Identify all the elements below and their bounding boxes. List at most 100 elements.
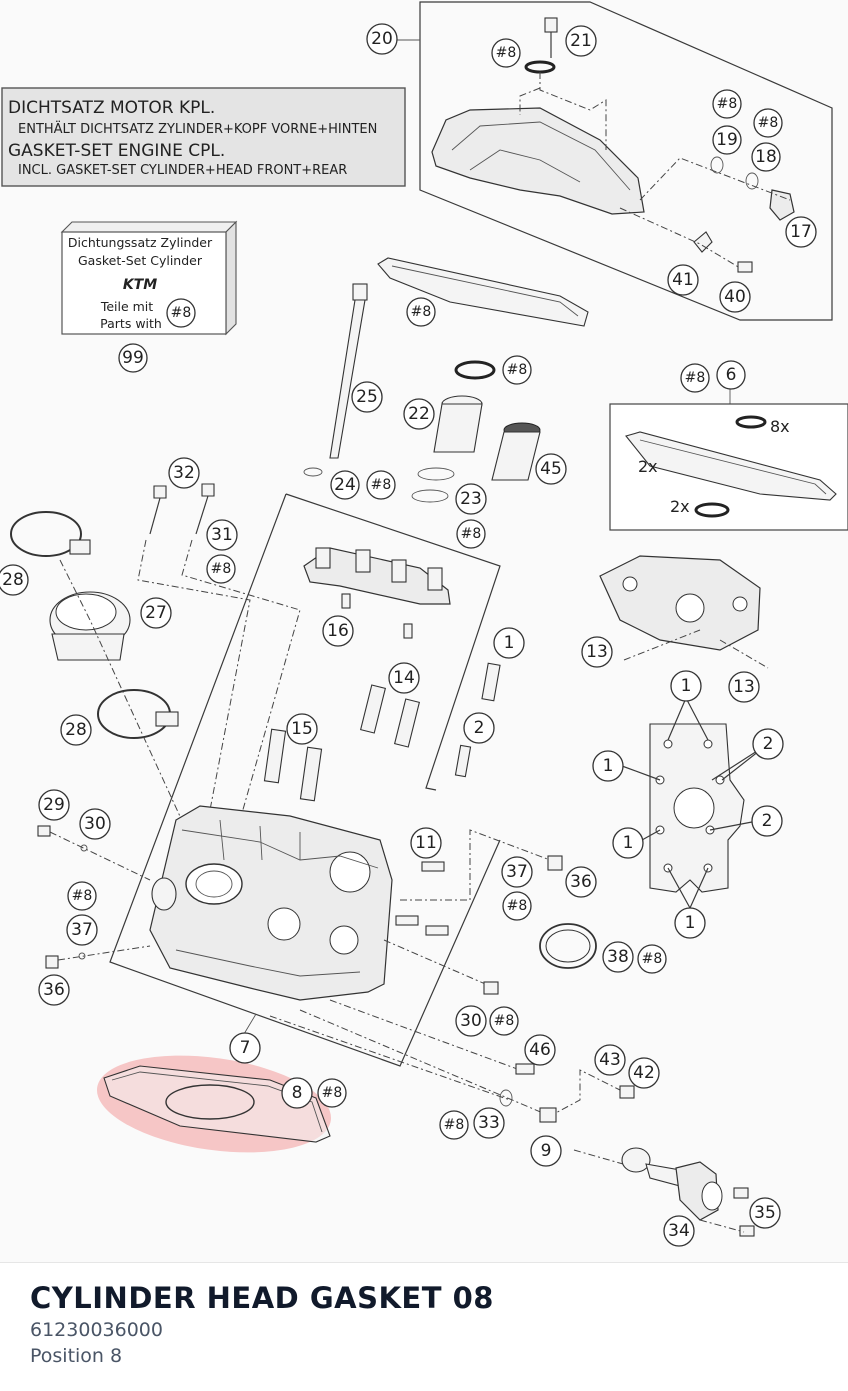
- callout-17[interactable]: 17: [785, 216, 817, 248]
- cyl-kit-number[interactable]: 99: [118, 343, 148, 373]
- svg-text:13: 13: [586, 642, 608, 662]
- engine-gasket-kit-box: DICHTSATZ MOTOR KPL. ENTHÄLT DICHTSATZ Z…: [1, 87, 406, 187]
- svg-text:#8: #8: [758, 115, 779, 131]
- o-ring: [454, 360, 496, 380]
- callout-kit-8[interactable]: #8: [502, 891, 532, 921]
- callout-37[interactable]: 37: [66, 914, 98, 946]
- callout-kit-8[interactable]: #8: [67, 881, 97, 911]
- callout-kit-8[interactable]: #8: [489, 1006, 519, 1036]
- callout-kit-8[interactable]: #8: [366, 470, 396, 500]
- svg-text:34: 34: [668, 1221, 690, 1241]
- callout-1[interactable]: 1: [670, 670, 702, 702]
- callout-kit-8[interactable]: #8: [680, 363, 710, 393]
- callout-kit-8[interactable]: #8: [456, 519, 486, 549]
- callout-22[interactable]: 22: [403, 398, 435, 430]
- callout-1[interactable]: 1: [674, 907, 706, 939]
- callout-31[interactable]: 31: [206, 519, 238, 551]
- callout-43[interactable]: 43: [594, 1044, 626, 1076]
- callout-19[interactable]: 19: [712, 125, 742, 155]
- callout-38[interactable]: 38: [602, 941, 634, 973]
- callout-kit-8[interactable]: #8: [439, 1110, 469, 1140]
- callout-30[interactable]: 30: [455, 1005, 487, 1037]
- callout-kit-8[interactable]: #8: [753, 108, 783, 138]
- svg-text:18: 18: [755, 147, 777, 167]
- callout-9[interactable]: 9: [530, 1135, 562, 1167]
- callout-kit-8[interactable]: #8: [206, 554, 236, 584]
- callout-23[interactable]: 23: [455, 483, 487, 515]
- svg-text:7: 7: [240, 1038, 251, 1058]
- svg-text:36: 36: [570, 872, 592, 892]
- callout-kit-8[interactable]: #8: [406, 297, 436, 327]
- callout-45[interactable]: 45: [535, 453, 567, 485]
- callout-kit-8[interactable]: #8: [712, 89, 742, 119]
- callout-24[interactable]: 24: [330, 470, 360, 500]
- callout-2[interactable]: 2: [463, 712, 495, 744]
- callout-16[interactable]: 16: [322, 615, 354, 647]
- svg-text:11: 11: [415, 833, 437, 853]
- camshaft-carrier-16: [303, 547, 451, 639]
- seal-ring-b: [411, 489, 449, 503]
- callout-20[interactable]: 20: [366, 23, 398, 55]
- svg-text:33: 33: [478, 1113, 500, 1133]
- callout-33[interactable]: 33: [473, 1107, 505, 1139]
- callout-kit-8[interactable]: #8: [637, 944, 667, 974]
- callout-1[interactable]: 1: [592, 750, 624, 782]
- callout-14[interactable]: 14: [388, 662, 420, 694]
- callout-42[interactable]: 42: [628, 1057, 660, 1089]
- callout-27[interactable]: 27: [140, 597, 172, 629]
- callout-8[interactable]: 8: [281, 1077, 313, 1109]
- callout-13[interactable]: 13: [728, 671, 760, 703]
- callout-18[interactable]: 18: [751, 142, 781, 172]
- svg-text:1: 1: [685, 913, 696, 933]
- callout-kit-8[interactable]: #8: [502, 355, 532, 385]
- callout-32[interactable]: 32: [168, 457, 200, 489]
- callout-15[interactable]: 15: [286, 713, 318, 745]
- cylinder-head-gasket-8[interactable]: [91, 1042, 338, 1166]
- svg-text:25: 25: [356, 387, 378, 407]
- svg-text:29: 29: [43, 795, 65, 815]
- svg-text:#8: #8: [494, 1013, 515, 1029]
- svg-text:43: 43: [599, 1050, 621, 1070]
- part-title: CYLINDER HEAD GASKET 08: [30, 1281, 494, 1315]
- callout-40[interactable]: 40: [719, 281, 751, 313]
- callout-25[interactable]: 25: [351, 381, 383, 413]
- callout-13[interactable]: 13: [581, 636, 613, 668]
- callout-kit-8[interactable]: #8: [491, 38, 521, 68]
- svg-text:35: 35: [754, 1203, 776, 1223]
- qty-8x: 8x: [770, 417, 790, 436]
- callout-29[interactable]: 29: [38, 789, 70, 821]
- callout-28[interactable]: 28: [60, 714, 92, 746]
- callout-1[interactable]: 1: [612, 827, 644, 859]
- svg-text:8: 8: [292, 1083, 303, 1103]
- callout-28[interactable]: 28: [0, 564, 29, 596]
- hose-clamp-top: [10, 511, 91, 557]
- head-plate: [621, 697, 769, 909]
- callout-7[interactable]: 7: [229, 1032, 261, 1064]
- callout-6[interactable]: 6: [716, 360, 746, 390]
- svg-text:37: 37: [71, 920, 93, 940]
- callout-2[interactable]: 2: [752, 728, 784, 760]
- svg-text:#8: #8: [642, 951, 663, 967]
- callout-35[interactable]: 35: [749, 1197, 781, 1229]
- callout-36[interactable]: 36: [38, 974, 70, 1006]
- water-fitting-34: [573, 1147, 755, 1237]
- cyl-kit-line-2: Gasket-Set Cylinder: [78, 253, 203, 268]
- svg-text:41: 41: [672, 270, 694, 290]
- kit-line-3: GASKET-SET ENGINE CPL.: [8, 141, 225, 161]
- callout-37[interactable]: 37: [501, 856, 533, 888]
- callout-kit-8[interactable]: #8: [317, 1078, 347, 1108]
- callout-30[interactable]: 30: [79, 808, 111, 840]
- callout-11[interactable]: 11: [410, 827, 442, 859]
- svg-text:42: 42: [633, 1063, 655, 1083]
- callout-46[interactable]: 46: [524, 1034, 556, 1066]
- callout-41[interactable]: 41: [667, 264, 699, 296]
- svg-text:1: 1: [681, 676, 692, 696]
- callout-21[interactable]: 21: [565, 25, 597, 57]
- callout-36[interactable]: 36: [565, 866, 597, 898]
- callout-2[interactable]: 2: [751, 805, 783, 837]
- callout-1[interactable]: 1: [493, 627, 525, 659]
- callout-34[interactable]: 34: [663, 1215, 695, 1247]
- svg-text:17: 17: [790, 222, 812, 242]
- hose-clamp-bottom: [97, 689, 179, 739]
